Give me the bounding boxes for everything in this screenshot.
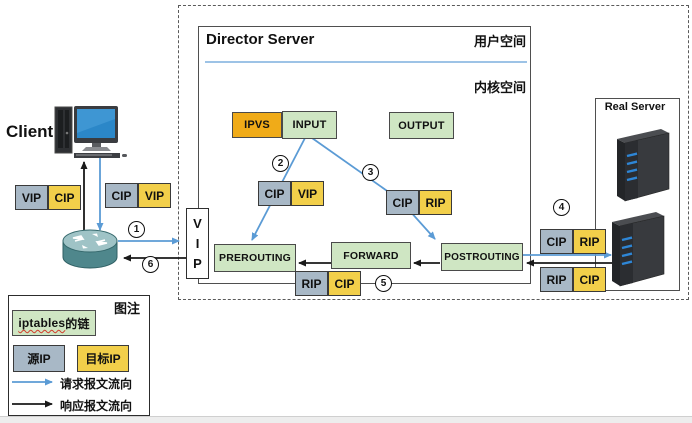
ip-pair-response-to-client: VIP CIP xyxy=(15,185,81,210)
client-label: Client xyxy=(6,122,54,141)
arrow-input-to-postrouting xyxy=(311,137,436,240)
forward-chain-box: FORWARD xyxy=(331,242,411,269)
source-ip-cell: CIP xyxy=(258,181,291,206)
ip-pair-input-to-prerouting: CIP VIP xyxy=(258,181,324,206)
dest-ip-cell: CIP xyxy=(573,267,606,292)
dest-ip-cell: CIP xyxy=(48,185,81,210)
router-icon xyxy=(62,229,118,269)
source-ip-cell: VIP xyxy=(15,185,48,210)
input-chain-box: INPUT xyxy=(282,111,337,139)
user-kernel-space-divider xyxy=(205,61,527,63)
step-3-badge: 3 xyxy=(362,164,379,181)
vip-letter: P xyxy=(193,255,202,271)
prerouting-chain-box: PREROUTING xyxy=(214,244,296,272)
legend-request-flow-label: 请求报文流向 xyxy=(60,377,133,391)
legend-source-ip-swatch: 源IP xyxy=(13,345,65,372)
step-4-badge: 4 xyxy=(553,199,570,216)
kernel-space-label: 内核空间 xyxy=(473,80,526,95)
legend-response-flow-label: 响应报文流向 xyxy=(60,399,133,413)
output-chain-box: OUTPUT xyxy=(389,112,454,139)
vip-letter: I xyxy=(195,235,200,251)
ipvs-box: IPVS xyxy=(232,112,282,138)
legend-dest-ip-swatch: 目标IP xyxy=(77,345,129,372)
source-ip-cell: RIP xyxy=(540,267,573,292)
dest-ip-cell: CIP xyxy=(328,271,361,296)
kernel-host-dashed-boundary xyxy=(178,5,689,300)
real-server-icon xyxy=(612,212,665,287)
dest-ip-cell: RIP xyxy=(573,229,606,254)
step-6-badge: 6 xyxy=(142,256,159,273)
ip-pair-response-bottom: RIP CIP xyxy=(295,271,361,296)
source-ip-cell: CIP xyxy=(386,190,419,215)
user-space-label: 用户空间 xyxy=(473,34,526,49)
source-ip-cell: RIP xyxy=(295,271,328,296)
source-ip-cell: CIP xyxy=(105,183,138,208)
ip-pair-request-to-realserver: CIP RIP xyxy=(540,229,606,254)
step-5-badge: 5 xyxy=(375,275,392,292)
director-server-box xyxy=(198,26,531,284)
director-server-title: Director Server xyxy=(206,31,315,48)
vip-letter: V xyxy=(193,215,202,231)
ip-pair-request-from-client: CIP VIP xyxy=(105,183,171,208)
page-bottom-edge xyxy=(0,416,692,423)
legend-iptables-word: iptables xyxy=(18,316,66,330)
client-computer-icon xyxy=(54,106,127,158)
step-2-badge: 2 xyxy=(272,155,289,172)
legend-chain-suffix: 的链 xyxy=(65,316,90,331)
legend-title: 图注 xyxy=(113,301,140,316)
step-1-badge: 1 xyxy=(128,221,145,238)
real-server-icon xyxy=(617,129,670,202)
postrouting-chain-box: POSTROUTING xyxy=(441,243,523,271)
source-ip-cell: CIP xyxy=(540,229,573,254)
ip-pair-response-from-realserver: RIP CIP xyxy=(540,267,606,292)
dest-ip-cell: RIP xyxy=(419,190,452,215)
dest-ip-cell: VIP xyxy=(138,183,171,208)
real-server-title: Real Server xyxy=(604,101,666,113)
dest-ip-cell: VIP xyxy=(291,181,324,206)
vip-interface-box: V I P xyxy=(186,208,209,279)
ip-pair-input-to-postrouting: CIP RIP xyxy=(386,190,452,215)
